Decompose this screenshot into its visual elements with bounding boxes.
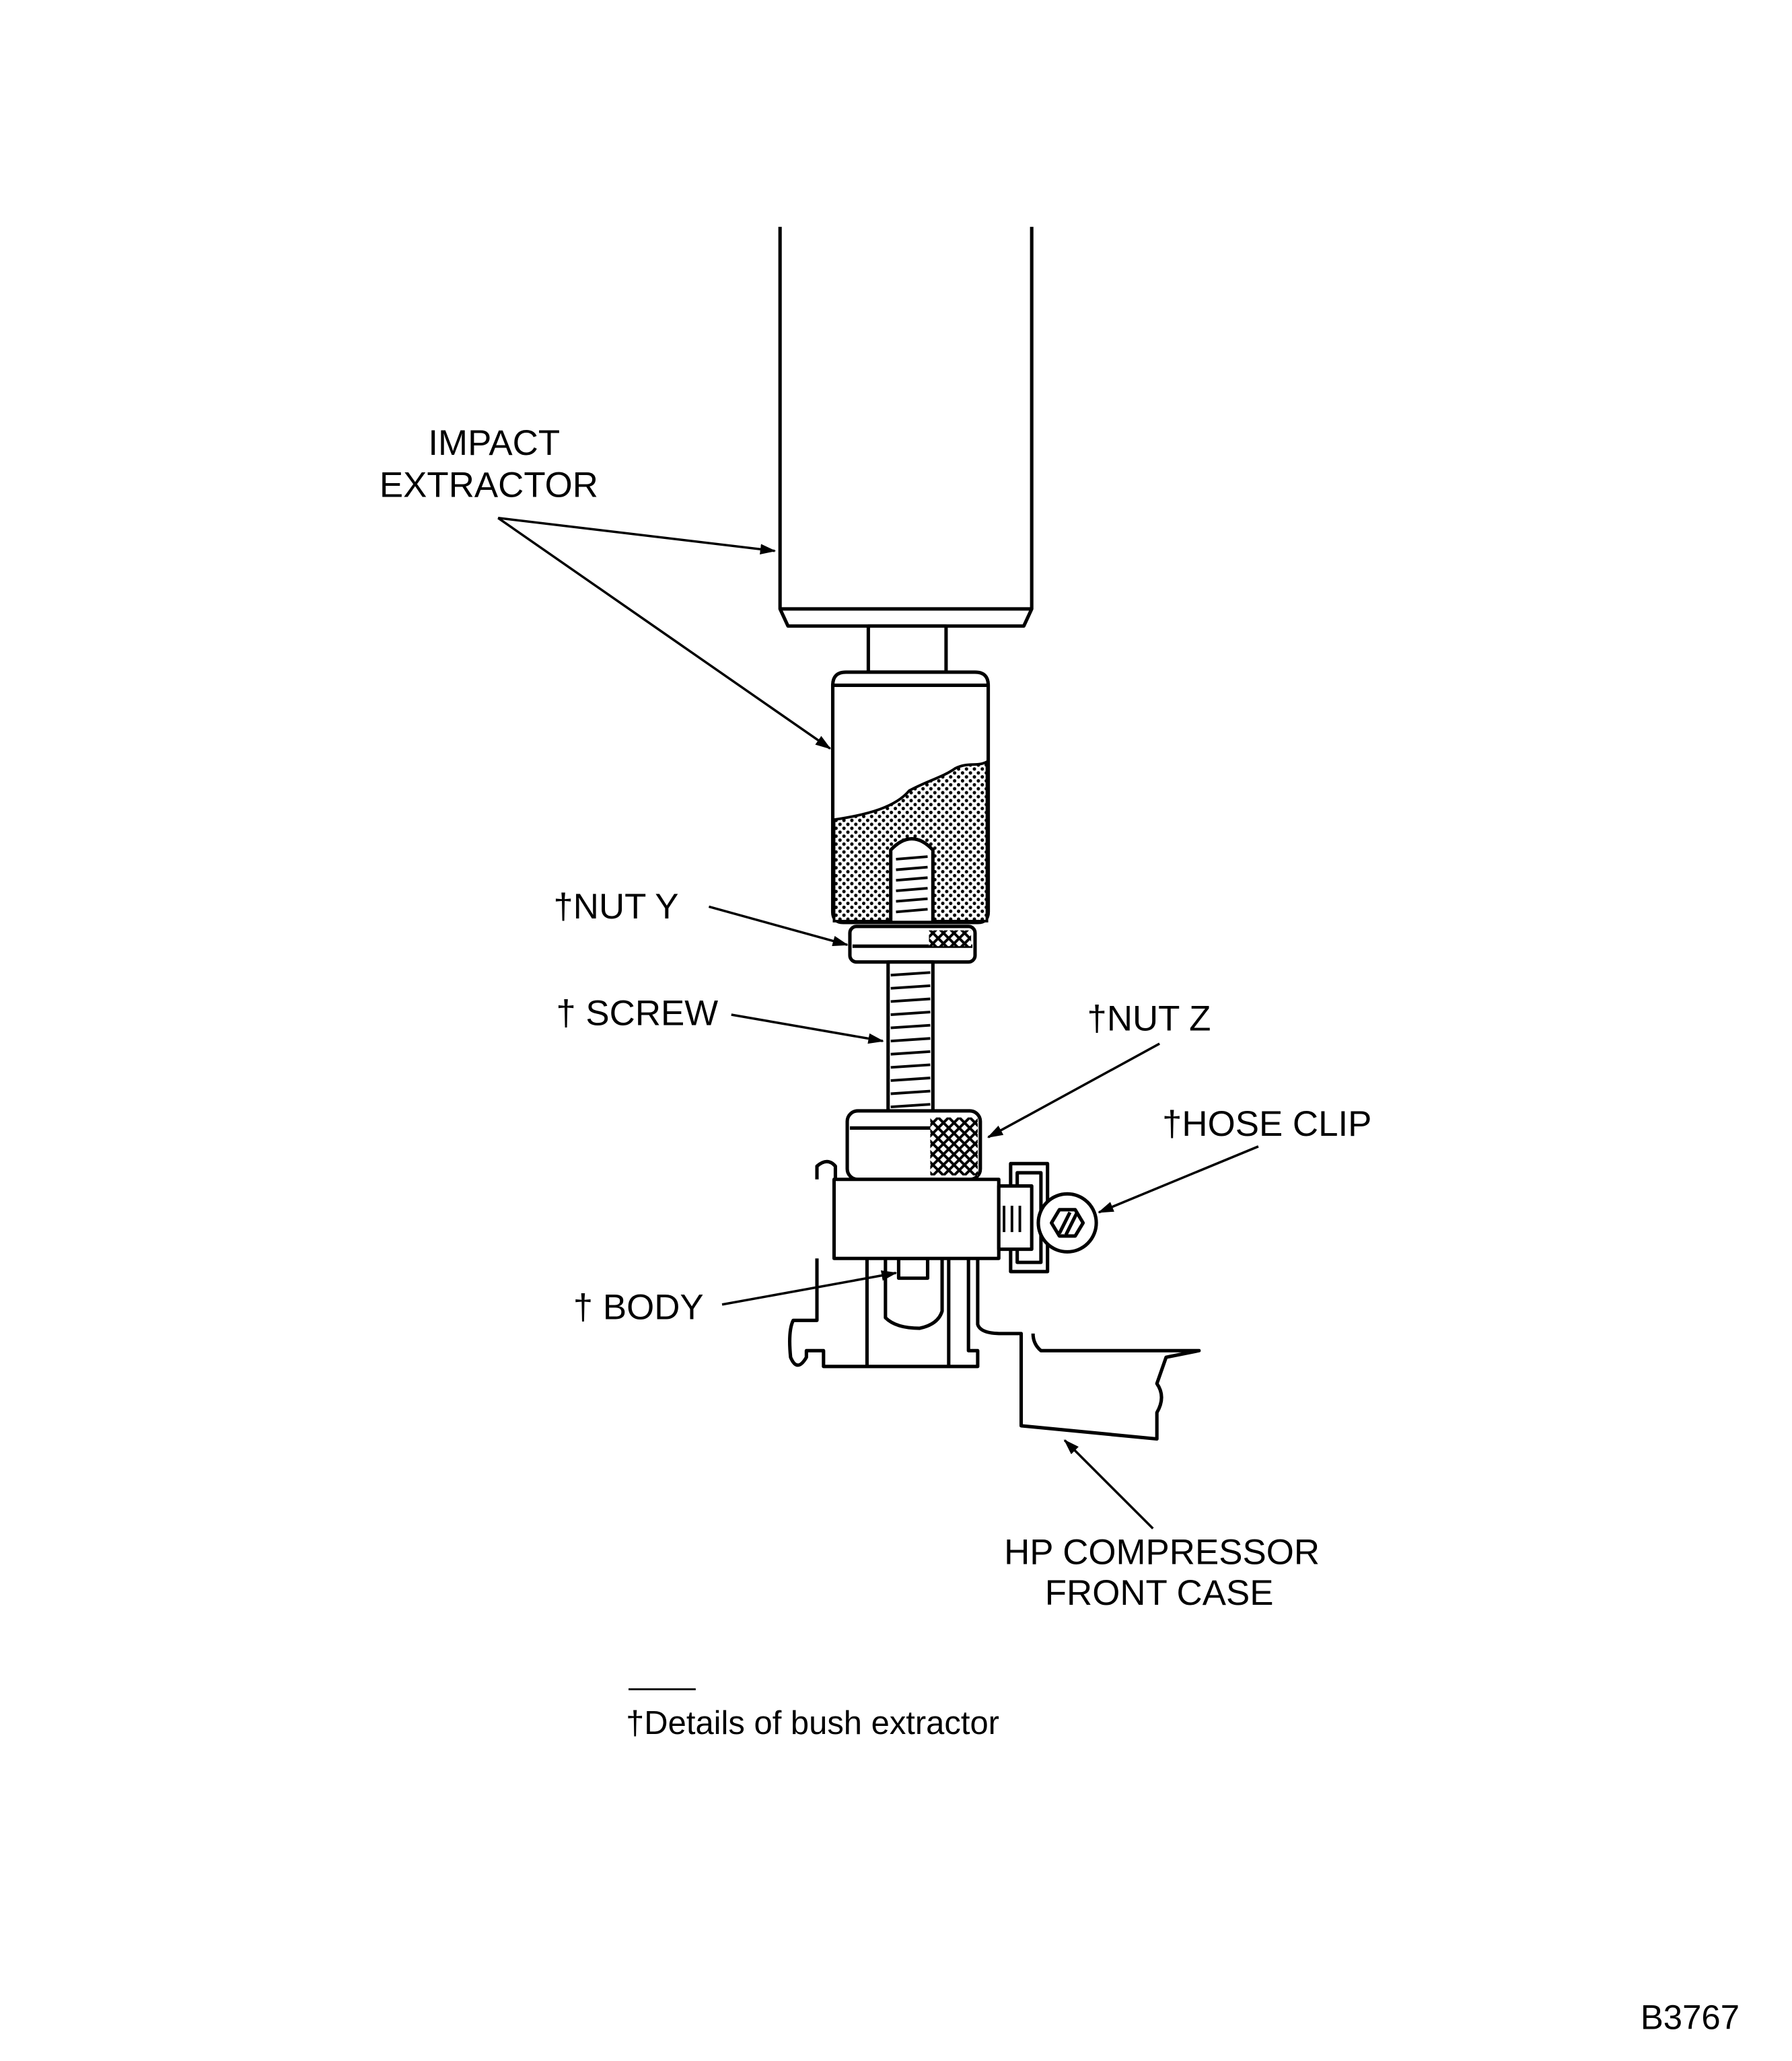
label-hp-compressor: HP COMPRESSOR <box>1004 1533 1320 1572</box>
impact-extractor-tube <box>778 227 1034 674</box>
body <box>832 1178 1001 1260</box>
arrow-screw <box>731 1013 884 1044</box>
label-nut-z: †NUT Z <box>1087 999 1211 1038</box>
housing <box>788 1159 1201 1441</box>
arrow-impact-lower <box>497 517 832 750</box>
nut-z <box>845 1109 982 1182</box>
arrow-hose-clip <box>1098 1145 1259 1214</box>
screw <box>886 960 935 1116</box>
footnote: †Details of bush extractor <box>626 1705 999 1741</box>
arrow-nut-z <box>987 1042 1160 1138</box>
figure-id: B3767 <box>1641 1998 1740 2037</box>
label-extractor: EXTRACTOR <box>380 465 598 505</box>
label-screw: † SCREW <box>556 994 718 1034</box>
label-impact: IMPACT <box>428 423 560 463</box>
label-nut-y: †NUT Y <box>553 887 678 927</box>
arrow-impact-upper <box>497 517 777 554</box>
label-hose-clip: †HOSE CLIP <box>1162 1104 1371 1144</box>
arrow-body <box>721 1270 898 1306</box>
arrow-nut-y <box>708 905 849 947</box>
hose-clip <box>997 1161 1098 1274</box>
nut-y <box>848 925 977 964</box>
arrow-front-case <box>1063 1439 1154 1529</box>
label-body: † BODY <box>573 1287 704 1327</box>
leader-arrows <box>497 517 1259 1529</box>
impact-extractor-adaptor <box>830 670 991 925</box>
label-front-case: FRONT CASE <box>1045 1573 1274 1613</box>
